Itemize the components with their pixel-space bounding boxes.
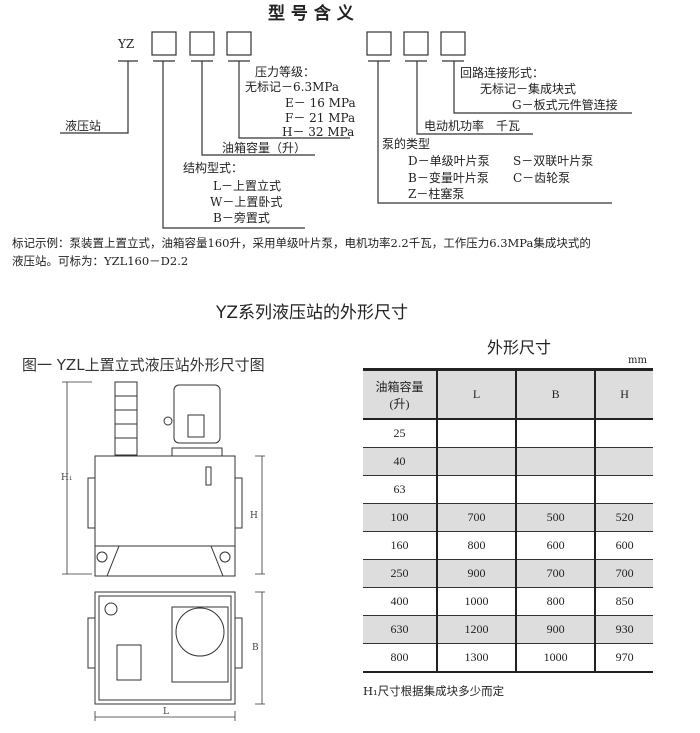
- cell-b: [515, 447, 596, 476]
- structure-heading: 结构型式：: [183, 161, 244, 175]
- table-unit: mm: [628, 355, 647, 366]
- cell-capacity: 63: [393, 482, 406, 496]
- pump-item: B－变量叶片泵: [408, 171, 489, 185]
- pump-item: D－单级叶片泵: [408, 154, 490, 168]
- cell-h: 930: [594, 615, 653, 644]
- cell-h: 700: [594, 559, 653, 588]
- circuit-heading: 回路连接形式：: [460, 66, 545, 80]
- cell-capacity: 800: [390, 650, 409, 664]
- hydraulic-station-front-view: [62, 381, 265, 577]
- cell-l: [435, 419, 517, 448]
- header-h: H: [594, 369, 653, 419]
- cell-h: 970: [594, 643, 653, 672]
- cell-capacity: 40: [363, 447, 437, 476]
- header-capacity-unit: (升): [389, 396, 410, 411]
- cell-l: 700: [435, 503, 517, 532]
- header-b: B: [515, 369, 596, 419]
- cell-l: [435, 475, 517, 504]
- circuit-item: G－板式元件管连接: [512, 98, 618, 112]
- hydraulic-station-top-view: [87, 591, 265, 721]
- cell-h: 850: [594, 587, 653, 616]
- station-label: 液压站: [65, 119, 102, 133]
- cell-l: 1200: [435, 615, 517, 644]
- model-prefix: YZ: [118, 37, 135, 51]
- pump-item: Z－柱塞泵: [408, 187, 465, 201]
- table-row: 63: [363, 475, 653, 504]
- cell-b: [515, 419, 596, 448]
- example-line-2: 液压站。可标为：YZL160－D2.2: [12, 254, 189, 268]
- pressure-item: 无标记－6.3MPa: [245, 80, 340, 94]
- section-title: YZ系列液压站的外形尺寸: [216, 303, 409, 323]
- table-header-row: 油箱容量 (升) L B H: [363, 369, 653, 419]
- b-dimension-label: B: [252, 643, 259, 653]
- cell-b: 600: [515, 531, 596, 560]
- header-capacity-text: 油箱容量: [375, 379, 424, 394]
- cell-b: [515, 475, 596, 504]
- cell-h: [594, 419, 653, 448]
- structure-item: W－上置卧式: [210, 195, 283, 209]
- cell-capacity: 100: [363, 503, 437, 532]
- cell-h: 520: [594, 503, 653, 532]
- cell-b: 500: [515, 503, 596, 532]
- cell-b: 900: [515, 615, 596, 644]
- header-l: L: [435, 369, 517, 419]
- model-meaning-title: 型 号 含 义: [268, 4, 354, 24]
- cell-capacity: 400: [390, 594, 409, 608]
- figure-caption: 图一 YZL上置立式液压站外形尺寸图: [22, 356, 265, 374]
- cell-l: 800: [435, 531, 517, 560]
- circuit-item: 无标记－集成块式: [480, 82, 577, 96]
- cell-l: [435, 447, 517, 476]
- table-title: 外形尺寸: [487, 338, 552, 357]
- table-note: H₁尺寸根据集成块多少而定: [363, 684, 505, 698]
- cell-l: 1000: [435, 587, 517, 616]
- example-line-1: 标记示例：泵装置上置立式，油箱容量160升，采用单级叶片泵，电机功率2.2千瓦，…: [12, 236, 591, 250]
- cell-b: 1000: [515, 643, 596, 672]
- structure-item: L－上置立式: [213, 179, 281, 193]
- pump-heading: 泵的类型: [382, 137, 431, 151]
- tank-capacity-label: 油箱容量（升）: [222, 141, 307, 155]
- cell-capacity: 630: [363, 615, 437, 644]
- motor-power-label: 电动机功率 千瓦: [424, 119, 521, 133]
- cell-b: 700: [515, 559, 596, 588]
- cell-h: [594, 447, 653, 476]
- pump-item: S－双联叶片泵: [513, 154, 594, 168]
- header-capacity: 油箱容量 (升): [363, 369, 437, 419]
- pressure-heading: 压力等级：: [255, 65, 316, 79]
- cell-l: 900: [435, 559, 517, 588]
- pressure-item: H－ 32 MPa: [282, 125, 355, 139]
- cell-b: 800: [515, 587, 596, 616]
- code-boxes: [151, 31, 466, 56]
- pressure-item: F－ 21 MPa: [285, 111, 356, 125]
- h1-dimension-label: H₁: [61, 473, 72, 483]
- h-dimension-label: H: [250, 511, 258, 521]
- cell-capacity: 160: [390, 538, 409, 552]
- table-row: 40: [363, 447, 653, 476]
- table-row: 25: [363, 419, 653, 448]
- cell-h: [594, 475, 653, 504]
- cell-l: 1300: [435, 643, 517, 672]
- cell-capacity: 25: [393, 426, 406, 440]
- pressure-item: E－ 16 MPa: [285, 96, 356, 110]
- cell-h: 600: [594, 531, 653, 560]
- pump-item: C－齿轮泵: [513, 171, 571, 185]
- cell-capacity: 250: [363, 559, 437, 588]
- structure-item: B－旁置式: [213, 211, 270, 225]
- l-dimension-label: L: [163, 707, 169, 717]
